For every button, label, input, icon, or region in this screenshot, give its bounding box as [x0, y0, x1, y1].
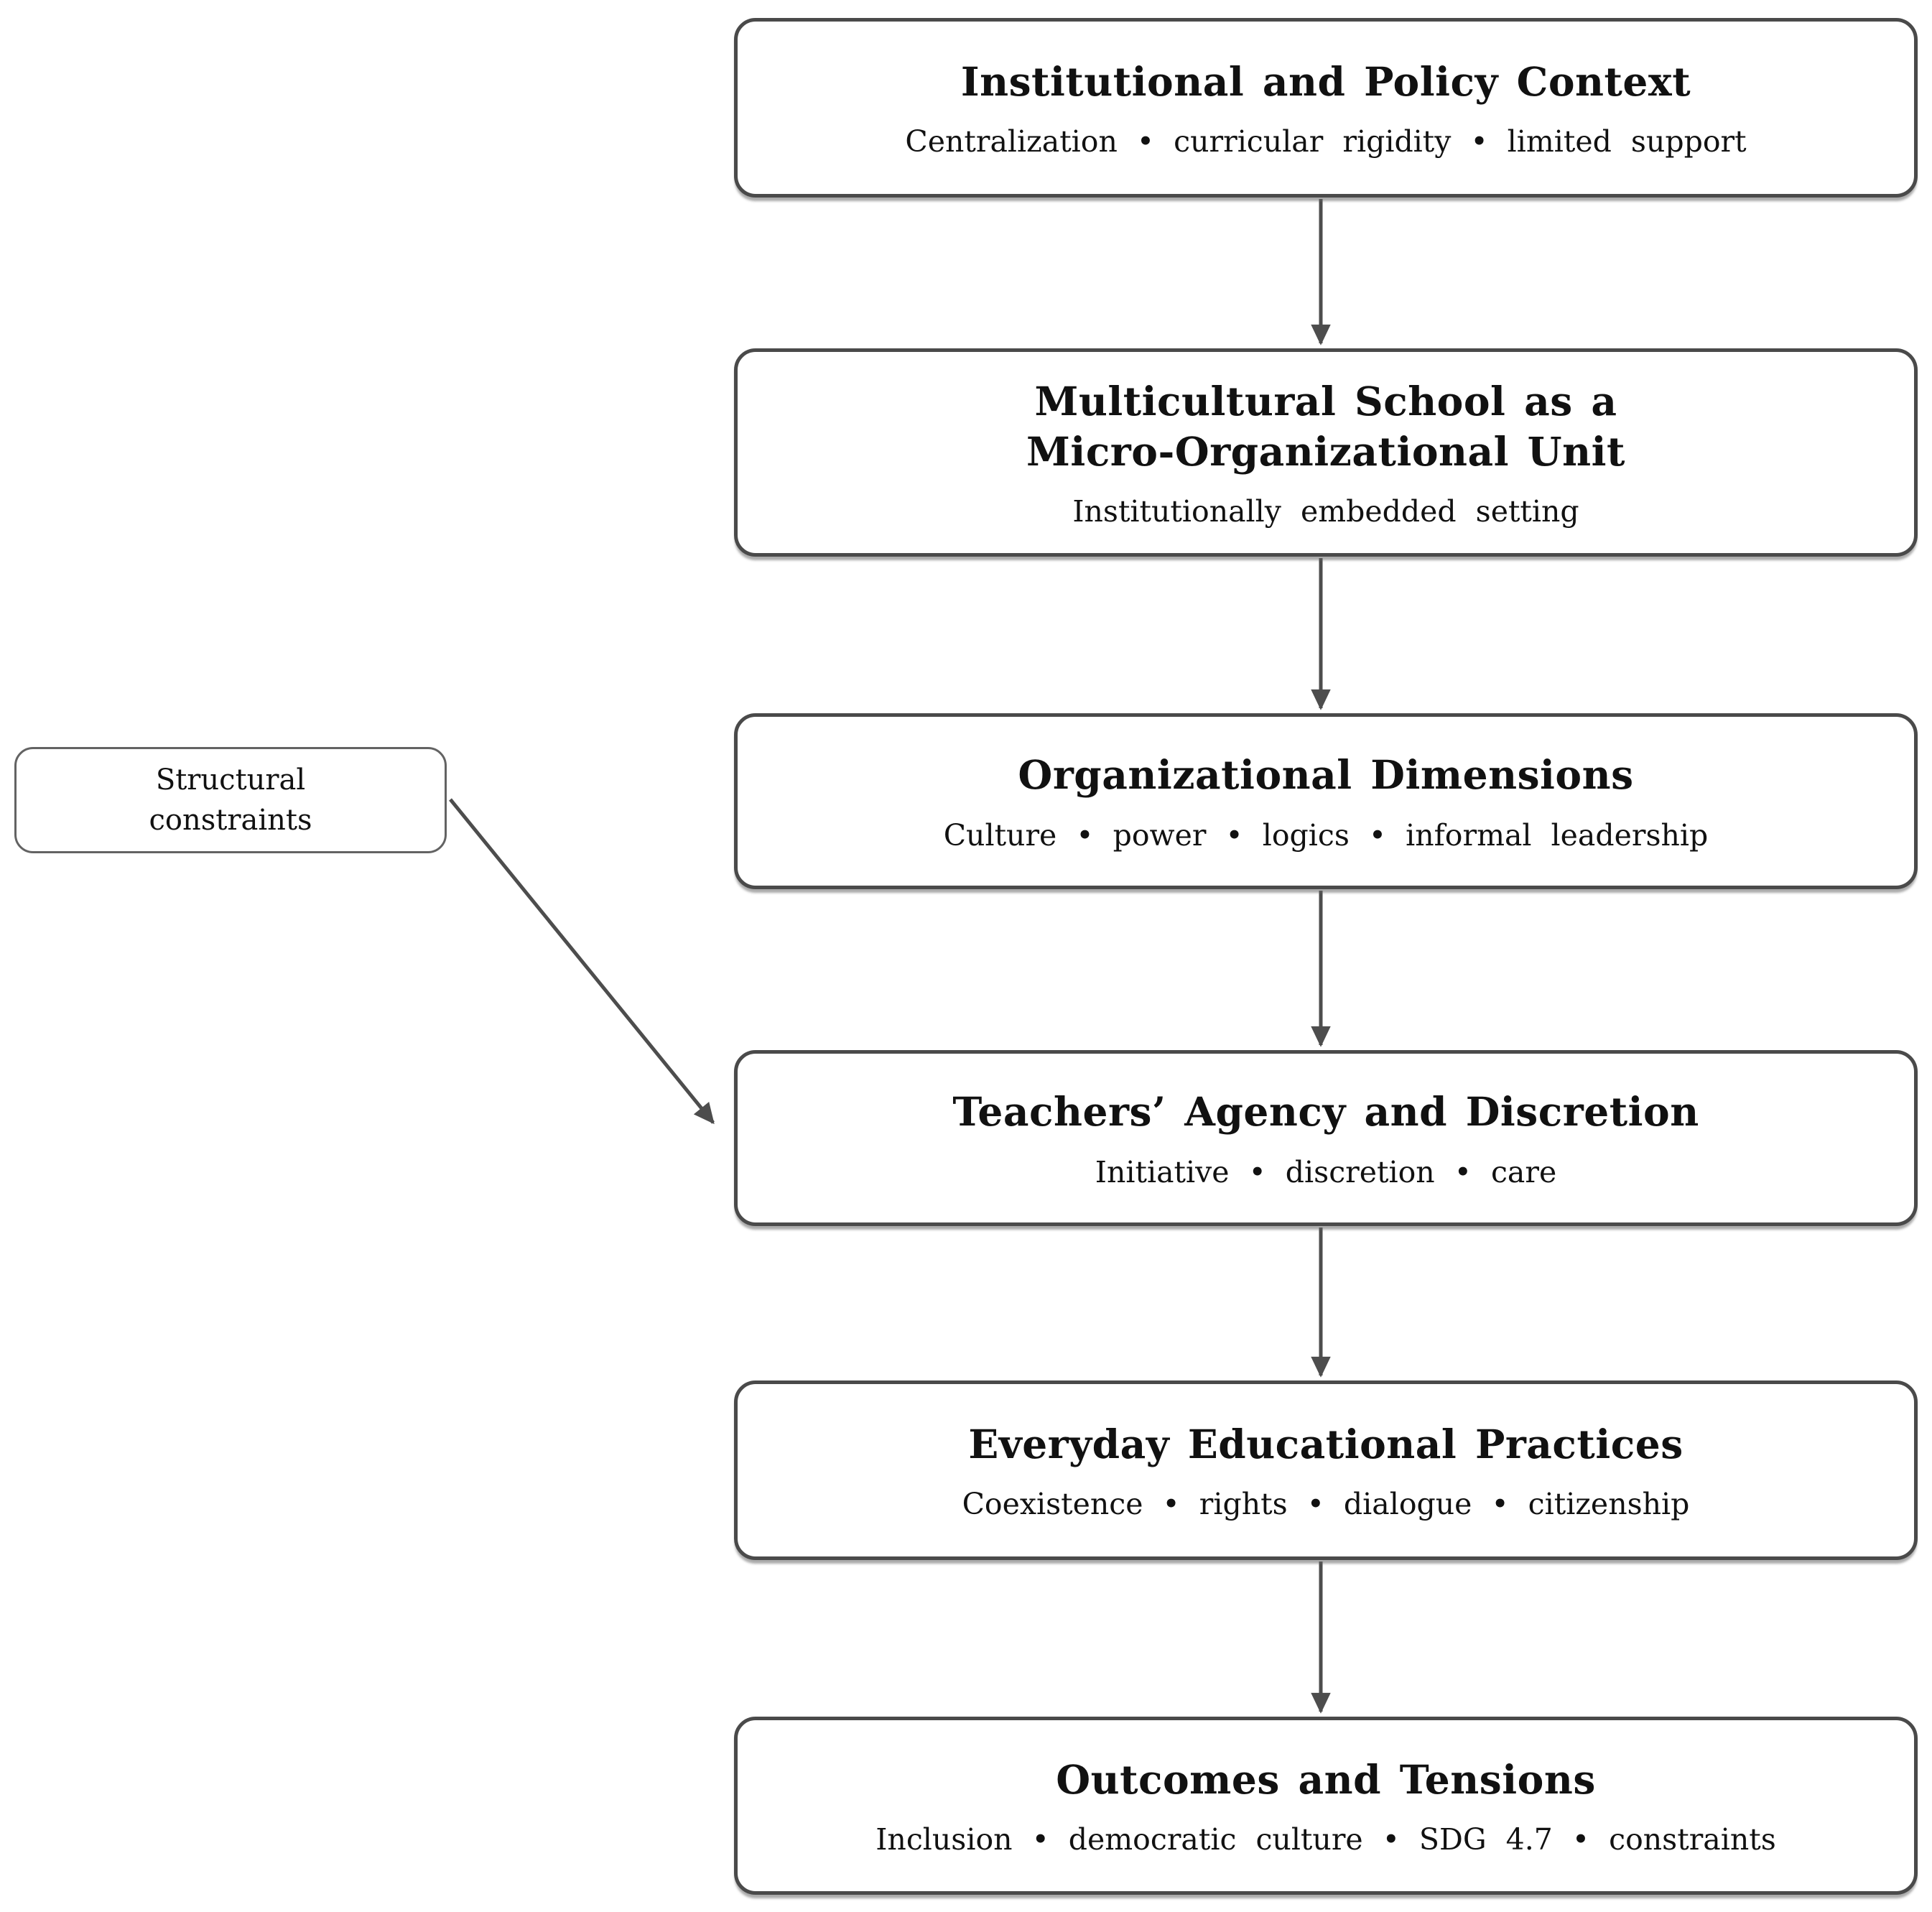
- box-title: Institutional and Policy Context: [960, 57, 1691, 105]
- flow-box-organizational-dimensions: Organizational Dimensions Culture • powe…: [734, 713, 1918, 889]
- box-title: Teachers’ Agency and Discretion: [952, 1088, 1699, 1136]
- box-title: Multicultural School as a Micro-Organiza…: [1026, 377, 1625, 475]
- flow-box-institutional-policy-context: Institutional and Policy Context Central…: [734, 18, 1918, 198]
- box-title: Organizational Dimensions: [1018, 751, 1634, 799]
- box-title: Everyday Educational Practices: [968, 1420, 1683, 1467]
- flow-box-multicultural-school: Multicultural School as a Micro-Organiza…: [734, 348, 1918, 557]
- flow-box-everyday-practices: Everyday Educational Practices Coexisten…: [734, 1380, 1918, 1560]
- box-title: Outcomes and Tensions: [1056, 1755, 1596, 1803]
- side-box-label: Structural constraints: [149, 764, 312, 837]
- box-subtitle: Centralization • curricular rigidity • l…: [905, 124, 1747, 159]
- flow-box-outcomes-tensions: Outcomes and Tensions Inclusion • democr…: [734, 1717, 1918, 1895]
- box-subtitle: Inclusion • democratic culture • SDG 4.7…: [876, 1822, 1776, 1857]
- arrow-constraints-to-agency: [449, 798, 715, 1125]
- box-subtitle: Initiative • discretion • care: [1095, 1154, 1557, 1189]
- side-box-structural-constraints: Structural constraints: [14, 747, 447, 853]
- box-subtitle: Coexistence • rights • dialogue • citize…: [962, 1487, 1690, 1522]
- box-subtitle: Culture • power • logics • informal lead…: [943, 817, 1709, 853]
- box-subtitle: Institutionally embedded setting: [1072, 494, 1579, 529]
- flow-box-teachers-agency: Teachers’ Agency and Discretion Initiati…: [734, 1050, 1918, 1226]
